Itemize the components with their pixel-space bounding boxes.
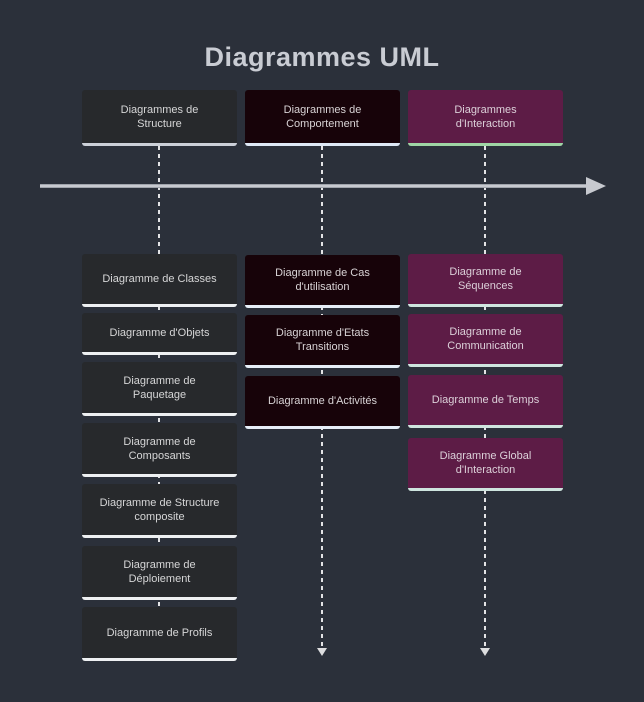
header-diagrammes-de-structure: Diagrammes de Structure <box>82 90 237 146</box>
node-diagramme-de-deploiement: Diagramme de Déploiement <box>82 546 237 600</box>
timeline-arrow-line <box>40 184 588 188</box>
page-title: Diagrammes UML <box>204 42 440 72</box>
node-diagramme-global-d-interaction: Diagramme Global d'Interaction <box>408 438 563 491</box>
node-diagramme-de-composants: Diagramme de Composants <box>82 423 237 477</box>
node-diagramme-de-cas-d-utilisation: Diagramme de Cas d'utilisation <box>245 255 400 308</box>
node-diagramme-d-activites: Diagramme d'Activités <box>245 376 400 429</box>
node-diagramme-d-objets: Diagramme d'Objets <box>82 313 237 355</box>
node-diagramme-de-classes: Diagramme de Classes <box>82 254 237 307</box>
header-diagrammes-d-interaction: Diagrammes d'Interaction <box>408 90 563 146</box>
node-diagramme-de-paquetage: Diagramme de Paquetage <box>82 362 237 416</box>
node-diagramme-de-sequences: Diagramme de Séquences <box>408 254 563 307</box>
timeline-arrowhead-icon <box>586 177 606 195</box>
comportement-arrowhead-icon <box>317 648 327 656</box>
node-diagramme-de-profils: Diagramme de Profils <box>82 607 237 661</box>
node-diagramme-d-etats-transitions: Diagramme d'Etats Transitions <box>245 315 400 368</box>
node-diagramme-de-temps: Diagramme de Temps <box>408 375 563 428</box>
interaction-arrowhead-icon <box>480 648 490 656</box>
node-diagramme-de-structure-composite: Diagramme de Structure composite <box>82 484 237 538</box>
header-diagrammes-de-comportement: Diagrammes de Comportement <box>245 90 400 146</box>
node-diagramme-de-communication: Diagramme de Communication <box>408 314 563 367</box>
